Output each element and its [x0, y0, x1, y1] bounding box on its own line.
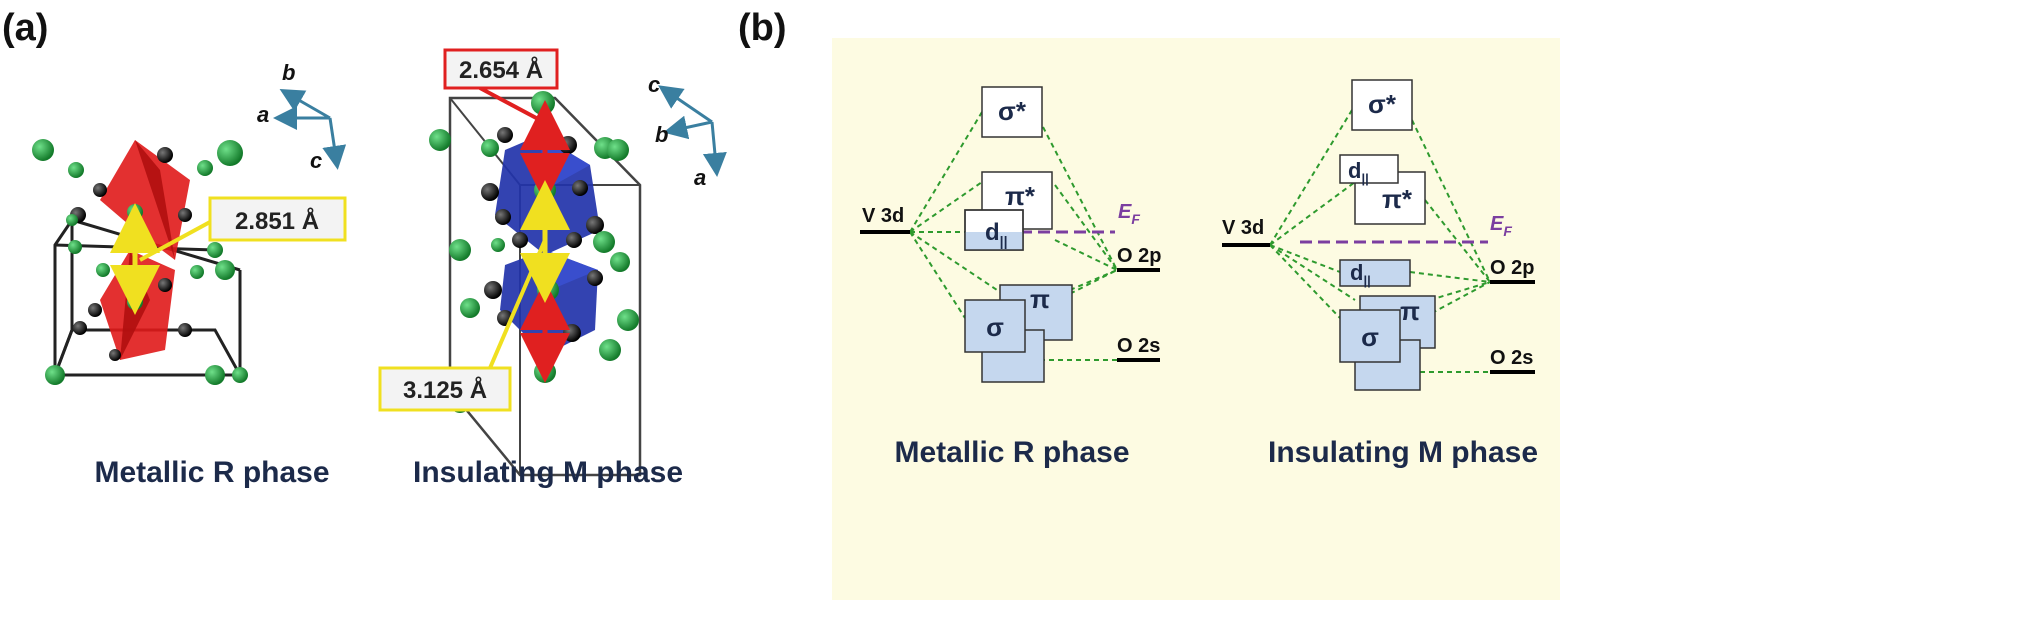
caption-b-metallic: Metallic R phase: [894, 436, 1129, 469]
r-pi-star: π*: [1005, 181, 1036, 211]
m-phase-orbitals: [1222, 79, 1535, 391]
distance-text-r: 2.851 Å: [235, 207, 319, 235]
axis-m-bottom: a: [694, 165, 706, 190]
panel-label-a: (a): [2, 7, 48, 49]
axis-r-top: b: [282, 60, 295, 85]
m-sigma: σ: [1361, 322, 1379, 352]
m-d-par-top: d||: [1348, 158, 1369, 186]
m-o2s-label: O 2s: [1490, 347, 1533, 369]
m-d-par-bottom: d||: [1350, 260, 1371, 288]
m-pi: π: [1400, 296, 1420, 326]
m-ef-label: EF: [1490, 213, 1512, 239]
m-pi-star: π*: [1382, 184, 1413, 214]
axis-r-mid: a: [257, 102, 269, 127]
axes-m: [658, 85, 727, 177]
panel-label-b: (b): [738, 7, 787, 49]
axis-m-mid: b: [655, 122, 668, 147]
m-o2p-label: O 2p: [1490, 257, 1534, 279]
m-sigma-star: σ*: [1368, 89, 1397, 119]
panel-b-background: [832, 38, 1560, 600]
r-sigma-star: σ*: [998, 96, 1027, 126]
distance-label-m-short: [443, 48, 559, 90]
r-phase-structure: [32, 139, 248, 385]
axis-m-top: c: [648, 72, 660, 97]
caption-b-insulating: Insulating M phase: [1268, 436, 1538, 469]
r-ef-label: EF: [1118, 201, 1140, 227]
m-phase-structure: [429, 86, 642, 477]
caption-a-insulating: Insulating M phase: [413, 456, 683, 489]
distance-label-m-long: [378, 366, 512, 412]
r-sigma: σ: [986, 312, 1004, 342]
m-v3d-label: V 3d: [1222, 217, 1264, 239]
r-o2s-label: O 2s: [1117, 335, 1160, 357]
r-d-par: d||: [985, 219, 1008, 249]
axis-r-bottom: c: [310, 148, 322, 173]
r-o2p-label: O 2p: [1117, 245, 1161, 267]
distance-text-m-short: 2.654 Å: [459, 56, 543, 84]
distance-text-m-long: 3.125 Å: [403, 376, 487, 404]
caption-a-metallic: Metallic R phase: [94, 456, 329, 489]
r-pi: π: [1030, 284, 1050, 314]
r-v3d-label: V 3d: [862, 205, 904, 227]
r-phase-orbitals: [860, 86, 1160, 383]
axes-r: [273, 89, 347, 170]
distance-label-r: [208, 196, 347, 242]
